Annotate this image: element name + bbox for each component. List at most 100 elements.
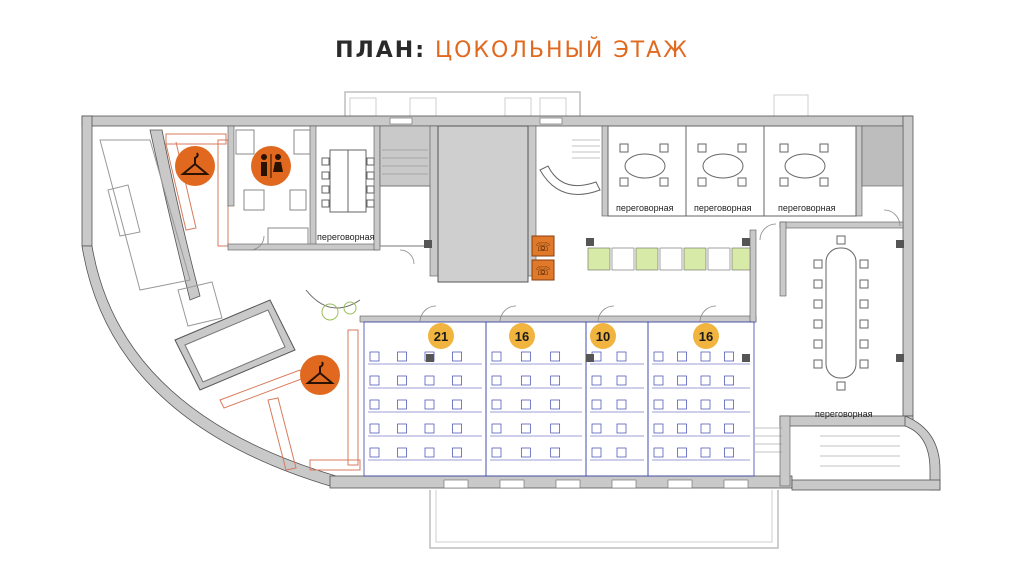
- plan-title: ПЛАН: ЦОКОЛЬНЫЙ ЭТАЖ: [0, 38, 1024, 63]
- desk-chair: [724, 399, 734, 410]
- desk-chair: [724, 375, 734, 386]
- desk-chair: [424, 399, 435, 410]
- desk-chair: [520, 423, 531, 434]
- desk-chair: [591, 423, 602, 434]
- desk-chair: [369, 423, 380, 434]
- desk-chair: [677, 447, 687, 458]
- desk-chair: [616, 447, 627, 458]
- desk-chair: [491, 447, 502, 458]
- desk-chair: [653, 423, 664, 434]
- meeting-table-large: [813, 235, 869, 391]
- desk-chair: [653, 351, 664, 362]
- desk-chair: [550, 375, 561, 386]
- capacity-badge: [693, 323, 719, 349]
- capacity-badge: [509, 323, 535, 349]
- capacity-badges: 21 16 10 16: [428, 323, 719, 349]
- plan-title-floor: ЦОКОЛЬНЫЙ ЭТАЖ: [435, 38, 689, 63]
- desk-chair: [397, 351, 407, 362]
- elevator-shaft: [437, 125, 529, 283]
- desk-chair: [520, 375, 531, 386]
- restroom-icon: [251, 146, 291, 186]
- desk-chair: [491, 399, 502, 410]
- inner-curved-wall: [149, 129, 201, 301]
- desk-chair: [452, 351, 462, 362]
- capacity-badge-value: 16: [699, 329, 713, 344]
- desk-chair: [653, 399, 664, 410]
- capacity-badge-value: 16: [515, 329, 529, 344]
- desk-chair: [520, 351, 531, 362]
- terrace-bottom: [429, 490, 779, 549]
- desk-chair: [452, 447, 462, 458]
- desk-chair: [724, 351, 734, 362]
- desk-chair: [369, 351, 380, 362]
- meeting-room-label-2: переговорная: [616, 203, 674, 213]
- desk-chair: [677, 351, 687, 362]
- desk-chair: [369, 447, 380, 458]
- desk-chair: [550, 399, 561, 410]
- desk-chair: [491, 351, 502, 362]
- capacity-badge-value: 10: [596, 329, 610, 344]
- desk-chair: [369, 399, 380, 410]
- desk-chair: [724, 447, 734, 458]
- meeting-room-label-3: переговорная: [694, 203, 752, 213]
- desk-chair: [616, 399, 627, 410]
- desk-chair: [452, 375, 462, 386]
- desk-chair: [424, 375, 435, 386]
- desk-chair: [520, 447, 531, 458]
- desk-chair: [653, 375, 664, 386]
- desk-chair: [677, 423, 687, 434]
- plan-title-label: ПЛАН:: [335, 38, 426, 63]
- capacity-badge-value: 21: [434, 329, 448, 344]
- desk-chair: [591, 375, 602, 386]
- desk-chair: [700, 375, 711, 386]
- desk-chair: [591, 447, 602, 458]
- meeting-room-label-5: переговорная: [815, 409, 873, 419]
- desk-chair: [616, 423, 627, 434]
- capacity-badge: [590, 323, 616, 349]
- coat-hanger-icon: [175, 146, 215, 186]
- meeting-room-label-4: переговорная: [778, 203, 836, 213]
- desk-chair: [700, 399, 711, 410]
- coat-hanger-icon: [300, 355, 340, 395]
- terrace-top: [344, 91, 581, 116]
- desk-chair: [700, 447, 711, 458]
- desk-chair: [369, 375, 380, 386]
- desk-chair: [653, 447, 664, 458]
- desk-chair: [677, 399, 687, 410]
- desk-chair: [397, 423, 407, 434]
- desk-chair: [724, 423, 734, 434]
- lounge-benches: [587, 247, 751, 271]
- meeting-table-small: [321, 149, 375, 213]
- desk-chair: [397, 399, 407, 410]
- desk-chair: [550, 423, 561, 434]
- desk-chair: [616, 375, 627, 386]
- desk-chair: [550, 447, 561, 458]
- desk-chair: [616, 351, 627, 362]
- lounge-sofa: [539, 165, 601, 195]
- desk-chair: [424, 447, 435, 458]
- desk-chair: [520, 399, 531, 410]
- phone-booths: ☏ ☏: [531, 235, 555, 281]
- desk-chair: [424, 423, 435, 434]
- meeting-rooms-top: [607, 125, 857, 217]
- capacity-badge: [428, 323, 454, 349]
- svg-text:☏: ☏: [535, 264, 550, 278]
- svg-text:☏: ☏: [535, 240, 550, 254]
- desk-chair: [397, 375, 407, 386]
- meeting-room-label-1: переговорная: [317, 232, 375, 242]
- restroom-stalls: [235, 129, 311, 245]
- inner-walls: [227, 125, 904, 487]
- desk-zone: [647, 321, 755, 477]
- desk-chair: [700, 351, 711, 362]
- desk-zones: [363, 321, 755, 477]
- desk-chair: [677, 375, 687, 386]
- desk-chair: [591, 399, 602, 410]
- desk-chair: [550, 351, 561, 362]
- desk-chair: [491, 375, 502, 386]
- desk-chair: [452, 423, 462, 434]
- desk-chair: [700, 423, 711, 434]
- desk-chair: [491, 423, 502, 434]
- desk-chair: [452, 399, 462, 410]
- desk-chair: [397, 447, 407, 458]
